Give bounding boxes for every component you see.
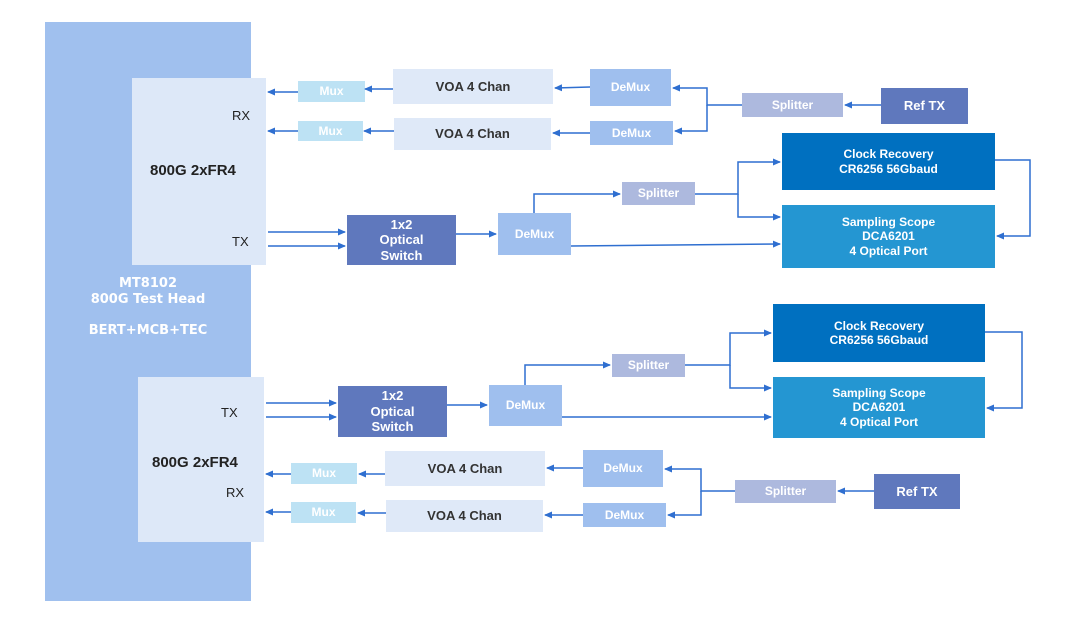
upper-cr-line-2: CR6256 56Gbaud (839, 161, 938, 176)
lower-dut-tx-label: TX (221, 405, 238, 420)
wire-lower-cr-to-scope (985, 331, 1023, 412)
wire-lower-demux-to-splitter (524, 361, 611, 385)
lower-rx-demux-2: DeMux (583, 503, 666, 527)
wire-lower-splitter-to-scope (729, 365, 772, 392)
wire-upper-cr-to-scope (995, 159, 1031, 240)
lower-dut-block (138, 377, 264, 542)
upper-rx-demux-1: DeMux (590, 69, 671, 106)
upper-dut-rx-label: RX (232, 108, 251, 123)
lower-ref-tx: Ref TX (874, 474, 960, 509)
lower-optical-switch: 1x2 Optical Switch (338, 386, 447, 437)
upper-voa-1: VOA 4 Chan (393, 69, 553, 104)
upper-scope-line-2: DCA6201 (862, 229, 915, 244)
lower-cr-line-2: CR6256 56Gbaud (829, 333, 929, 347)
upper-ref-tx: Ref TX (881, 88, 968, 124)
lower-cr-line-1: Clock Recovery (833, 318, 925, 333)
lower-switch-line-1: 1x2 (381, 388, 404, 404)
upper-rx-splitter: Splitter (742, 93, 843, 117)
upper-clock-recovery: Clock Recovery CR6256 56Gbaud (782, 133, 995, 190)
lower-tx-demux: DeMux (489, 385, 562, 426)
lower-rx-splitter: Splitter (735, 480, 836, 503)
upper-voa-2: VOA 4 Chan (394, 118, 551, 150)
upper-tx-splitter: Splitter (622, 182, 695, 205)
lower-sampling-scope: Sampling Scope DCA6201 4 Optical Port (773, 377, 985, 438)
wire-upper-splitter-to-scope (737, 194, 781, 221)
upper-mux-1: Mux (298, 81, 365, 102)
lower-dut-title: 800G 2xFR4 (152, 454, 238, 471)
wire-lower-splitter-to-cr (685, 329, 772, 366)
upper-rx-demux-2: DeMux (590, 121, 673, 145)
lower-clock-recovery: Clock Recovery CR6256 56Gbaud (773, 304, 985, 362)
wire-upper-splitter-to-demux2 (674, 105, 708, 135)
upper-scope-line-1: Sampling Scope (841, 214, 936, 229)
lower-scope-line-2: DCA6201 (852, 400, 906, 415)
upper-optical-switch: 1x2 Optical Switch (347, 215, 456, 265)
wire-upper-splitter-to-demux1 (672, 84, 742, 106)
wire-upper-splitter-to-cr (695, 158, 781, 195)
wire-lower-splitter-to-demux2 (667, 491, 702, 519)
upper-mux-2: Mux (298, 121, 363, 141)
upper-tx-demux: DeMux (498, 213, 571, 255)
wire-upper-demux-to-splitter (533, 190, 621, 213)
wire-upper-demux-to-scope (570, 240, 781, 248)
upper-switch-line-3: Switch (380, 247, 423, 263)
lower-mux-2: Mux (291, 502, 356, 523)
upper-cr-line-1: Clock Recovery (843, 147, 934, 162)
lower-voa-1: VOA 4 Chan (385, 451, 545, 486)
lower-scope-line-3: 4 Optical Port (839, 414, 919, 429)
lower-tx-splitter: Splitter (612, 354, 685, 377)
test-head-model: MT8102 (119, 276, 177, 291)
upper-switch-line-1: 1x2 (390, 216, 413, 232)
lower-mux-1: Mux (291, 463, 357, 484)
test-head-name: 800G Test Head (90, 292, 206, 308)
upper-sampling-scope: Sampling Scope DCA6201 4 Optical Port (782, 205, 995, 268)
wire-upper-demux1-to-voa1 (554, 84, 591, 92)
lower-rx-demux-1: DeMux (583, 450, 663, 487)
upper-dut-tx-label: TX (232, 234, 249, 249)
upper-scope-line-3: 4 Optical Port (849, 243, 928, 258)
lower-scope-line-1: Sampling Scope (832, 385, 926, 400)
upper-dut-title: 800G 2xFR4 (150, 162, 236, 179)
wire-lower-splitter-to-demux1 (664, 465, 735, 492)
lower-voa-2: VOA 4 Chan (386, 500, 543, 532)
lower-switch-line-2: Optical (370, 403, 415, 419)
test-head-label: MT8102 800G Test Head BERT+MCB+TEC (45, 276, 251, 339)
test-head-modules: BERT+MCB+TEC (88, 322, 208, 338)
lower-switch-line-3: Switch (371, 419, 414, 435)
upper-dut-block (132, 78, 266, 265)
lower-dut-rx-label: RX (226, 485, 245, 500)
upper-switch-line-2: Optical (379, 232, 424, 248)
